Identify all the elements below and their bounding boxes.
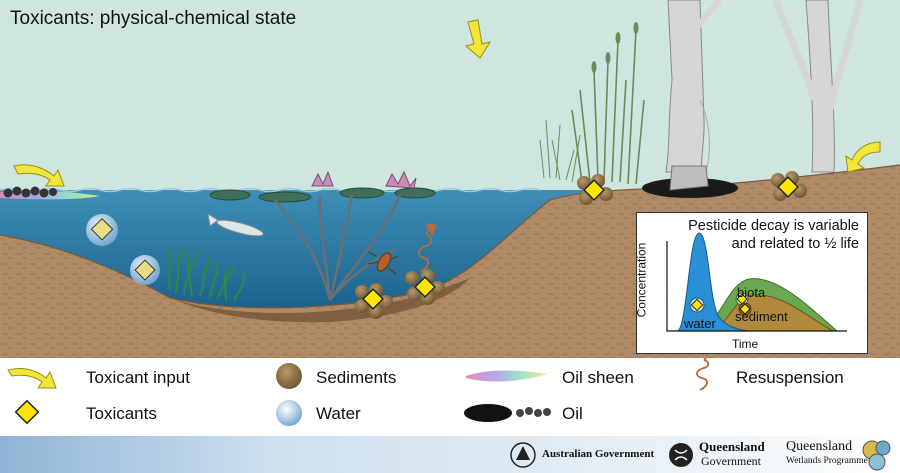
- legend-toxicant-icon: [14, 399, 40, 425]
- queensland-wetlands-line1: Queensland: [786, 439, 853, 454]
- aquatic-insect: [367, 251, 399, 275]
- australian-crest-icon: [510, 442, 536, 468]
- toxicant-markers: [362, 176, 799, 310]
- water-surface: [0, 187, 541, 193]
- queensland-government-icon: [669, 443, 693, 467]
- queensland-government-line2: Government: [701, 454, 761, 468]
- legend-oil: Oil: [562, 404, 583, 423]
- fish: [207, 213, 264, 237]
- oil-droplets: [3, 186, 57, 198]
- page-title: Toxicants: physical-chemical state: [10, 8, 297, 29]
- inset-title-line1: Pesticide decay is variable: [688, 218, 859, 234]
- water-bubble-2: [130, 255, 160, 285]
- footer-banner: Australian Government Queensland Governm…: [0, 436, 900, 473]
- legend-oil-icon: [464, 404, 512, 422]
- legend-resuspension: Resuspension: [736, 368, 844, 387]
- y-axis-label: Concentration: [634, 242, 649, 318]
- decay-curves: [666, 232, 847, 332]
- tree-trunk: [665, 0, 705, 173]
- legend-symbols: [0, 358, 900, 436]
- x-axis-label: Time: [732, 337, 759, 351]
- sediment-layer: [175, 278, 470, 323]
- resuspension-arrow: [418, 222, 438, 273]
- inset-title-line2: and related to ½ life: [731, 236, 859, 252]
- pesticide-decay-inset: Pesticide decay is variable and related …: [634, 212, 868, 354]
- legend-sediment-icon: [276, 363, 302, 389]
- toxicant-input-arrows: [13, 19, 881, 187]
- legend-toxicant-input-icon: [7, 367, 57, 389]
- legend-sediments: Sediments: [316, 368, 397, 387]
- legend-toxicants: Toxicants: [86, 404, 157, 423]
- legend-resuspension-icon: [696, 358, 710, 391]
- wetlands-programme-icon: [862, 440, 891, 471]
- queensland-government-line1: Queensland: [699, 439, 765, 454]
- water-bubble-1: [86, 214, 118, 246]
- water-label: water: [684, 316, 716, 331]
- legend-toxicant-input: Toxicant input: [86, 368, 190, 387]
- legend-oil-sheen: Oil sheen: [562, 368, 634, 387]
- legend-water: Water: [316, 404, 361, 423]
- reeds: [571, 29, 645, 185]
- sediment-label: sediment: [735, 309, 788, 324]
- australian-government-logo: Australian Government: [542, 448, 655, 460]
- legend-oil-sheen-icon: [466, 370, 548, 382]
- aquatic-grass: [167, 244, 246, 301]
- legend-water-icon: [276, 400, 302, 426]
- lily-flowers: [311, 170, 417, 189]
- queensland-wetlands-line2: Wetlands Programme: [786, 456, 868, 466]
- lily-pads: [209, 187, 436, 203]
- biota-label: biota: [737, 285, 766, 300]
